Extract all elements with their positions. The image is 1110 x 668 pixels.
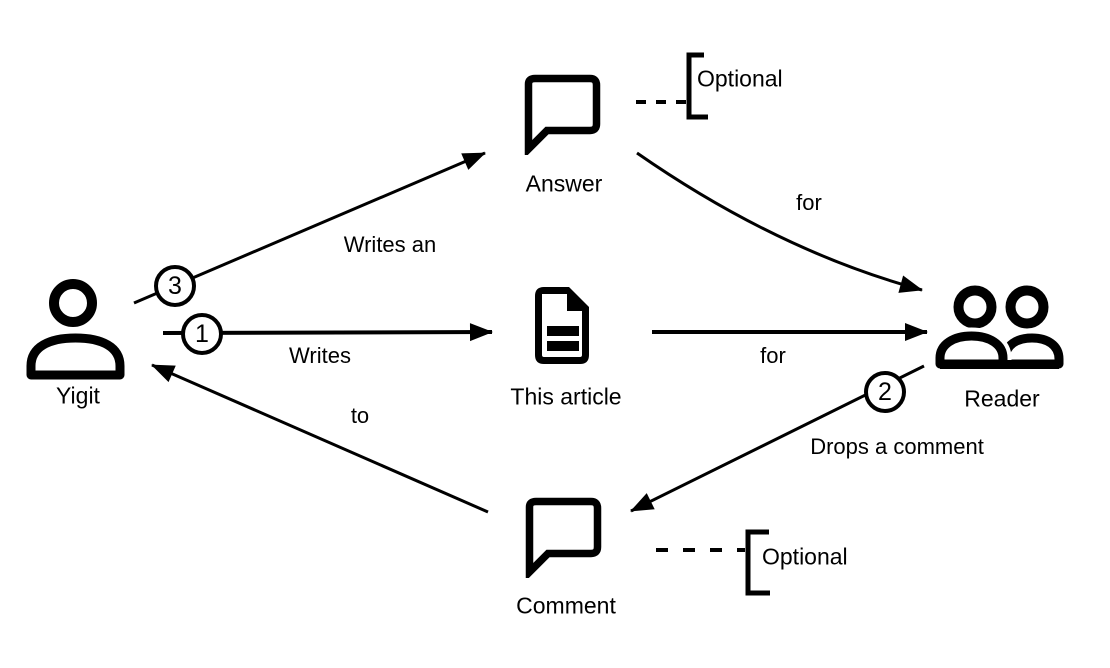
document-icon [531,285,593,367]
node-label-yigit: Yigit [56,382,100,409]
edge-label-writes-an: Writes an [343,232,437,257]
step-badge-3: 3 [154,265,196,307]
step-number: 1 [195,319,209,348]
optional-bracket-answer [686,52,708,120]
optional-label-answer: Optional [697,65,783,92]
edge-label-writes: Writes [289,343,351,368]
node-label-answer: Answer [525,170,603,197]
node-label-comment: Comment [516,592,616,619]
people-icon [931,283,1065,373]
step-number: 2 [878,377,892,406]
optional-bracket-comment [745,529,770,596]
node-label-reader: Reader [964,385,1040,412]
arrow-comment-to-yigit [151,363,489,514]
step-number: 3 [168,271,182,300]
step-badge-2: 2 [864,371,906,413]
edge-label-for-article: for [760,343,786,368]
edge-label-to: to [350,403,370,428]
optional-label-comment: Optional [762,543,848,570]
person-icon [26,278,126,380]
arrow-answer-to-reader [636,151,923,293]
node-label-article: This article [510,383,622,410]
step-badge-1: 1 [181,313,223,355]
speech-bubble-icon [521,71,603,159]
speech-bubble-icon [522,494,604,582]
edge-label-for-answer: for [796,190,822,215]
edge-label-drops-a-comment: Drops a comment [810,434,984,459]
